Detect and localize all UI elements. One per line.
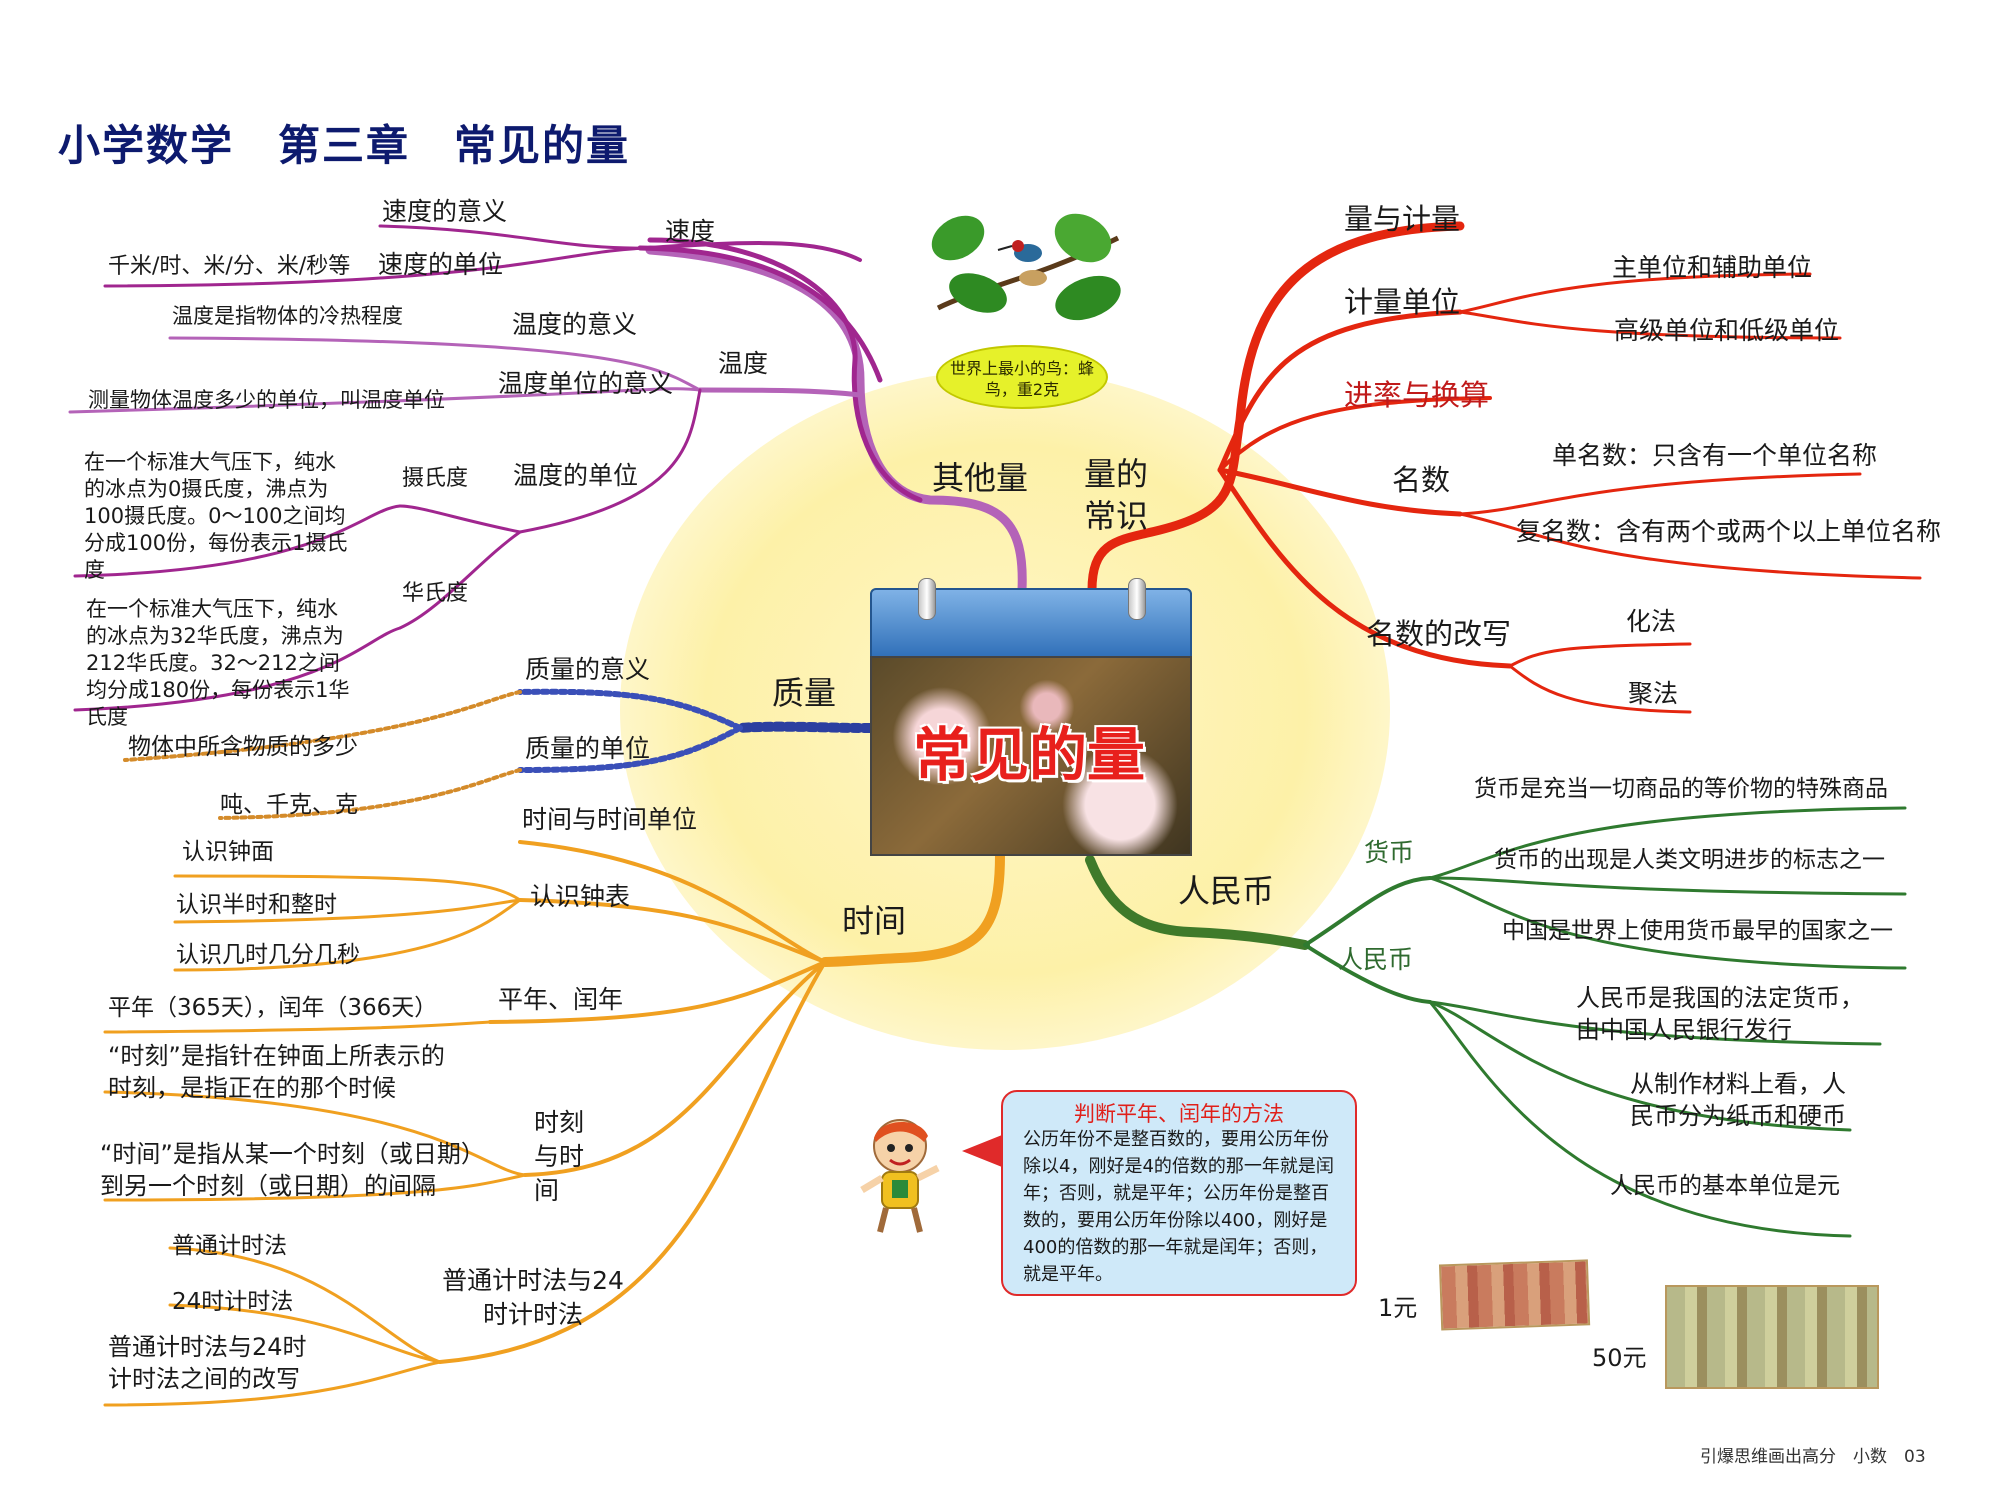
calendar-ring bbox=[1128, 578, 1146, 620]
node-leap: 平年、闰年 bbox=[498, 985, 624, 1014]
node-temp-unit-meaning: 温度单位的意义 bbox=[498, 369, 674, 398]
node-mass-unit: 质量的单位 bbox=[525, 734, 651, 763]
page-footer: 引爆思维画出高分 小数 03 bbox=[1700, 1447, 1926, 1467]
text-rmb-legal: 人民币是我国的法定货币，由中国人民银行发行 bbox=[1576, 984, 1864, 1044]
tip-pointer bbox=[962, 1135, 1002, 1167]
blossom-photo bbox=[870, 656, 1192, 856]
fifty-yuan-note bbox=[1665, 1285, 1879, 1389]
node-single-named: 单名数：只含有一个单位名称 bbox=[1552, 441, 1878, 470]
node-rate: 进率与换算 bbox=[1344, 378, 1490, 412]
text-mass-meaning: 物体中所含物质的多少 bbox=[128, 734, 358, 760]
node-moment-interval: 时刻与时间 bbox=[534, 1108, 585, 1205]
node-ju: 聚法 bbox=[1628, 679, 1679, 708]
node-clock: 认识钟表 bbox=[530, 882, 631, 911]
calendar-ring bbox=[918, 578, 936, 620]
text-temp-unit-meaning: 测量物体温度多少的单位，叫温度单位 bbox=[88, 388, 445, 412]
text-system-convert: 普通计时法与24时计时法之间的改写 bbox=[108, 1333, 307, 1393]
node-fahrenheit: 华氏度 bbox=[402, 581, 469, 606]
text-fahrenheit: 在一个标准大气压下，纯水的冰点为32华氏度，沸点为212华氏度。32～212之间… bbox=[86, 597, 350, 729]
node-time-units: 时间与时间单位 bbox=[522, 805, 698, 834]
text-leap: 平年（365天），闰年（366天） bbox=[108, 995, 438, 1021]
node-rmb-sub: 人民币 bbox=[1338, 945, 1414, 974]
node-temp-meaning: 温度的意义 bbox=[512, 310, 638, 339]
label-one-yuan: 1元 bbox=[1378, 1294, 1418, 1322]
text-interval: “时间”是指从某一个时刻（或日期）到另一个时刻（或日期）的间隔 bbox=[100, 1140, 485, 1200]
center-calendar: 常见的量 bbox=[870, 578, 1192, 856]
text-mass-unit: 吨、千克、克 bbox=[220, 792, 358, 818]
note-image bbox=[1665, 1285, 1879, 1389]
node-mass-meaning: 质量的意义 bbox=[525, 655, 651, 684]
cartoon-kid-image bbox=[860, 1119, 940, 1233]
node-celsius: 摄氏度 bbox=[402, 466, 469, 491]
center-topic: 常见的量 bbox=[912, 721, 1145, 789]
node-speed-meaning: 速度的意义 bbox=[382, 197, 508, 226]
text-rmb-material: 从制作材料上看，人民币分为纸币和硬币 bbox=[1630, 1070, 1846, 1130]
node-named: 名数 bbox=[1392, 463, 1451, 497]
text-currency-1: 货币是充当一切商品的等价物的特殊商品 bbox=[1474, 776, 1888, 802]
text-currency-3: 中国是世界上使用货币最早的国家之一 bbox=[1502, 918, 1893, 944]
label-fifty-yuan: 50元 bbox=[1592, 1344, 1647, 1372]
branch-time: 时间 bbox=[842, 902, 907, 940]
node-unit-level: 高级单位和低级单位 bbox=[1614, 316, 1840, 345]
bird-caption: 世界上最小的鸟：蜂鸟，重2克 bbox=[936, 345, 1108, 409]
node-time-system: 普通计时法与24时计时法 bbox=[442, 1266, 624, 1329]
branch-rmb: 人民币 bbox=[1178, 872, 1275, 910]
one-yuan-note bbox=[1438, 1259, 1591, 1331]
text-half-whole: 认识半时和整时 bbox=[176, 892, 337, 918]
text-clock-face: 认识钟面 bbox=[182, 839, 274, 865]
branch-mass: 质量 bbox=[772, 674, 837, 712]
text-normal-system: 普通计时法 bbox=[172, 1233, 287, 1259]
node-unit: 计量单位 bbox=[1344, 285, 1461, 319]
text-24h-system: 24时计时法 bbox=[172, 1289, 294, 1315]
hummingbird-image bbox=[918, 198, 1130, 326]
node-currency: 货币 bbox=[1364, 838, 1415, 867]
text-currency-2: 货币的出现是人类文明进步的标志之一 bbox=[1494, 847, 1885, 873]
node-rewrite: 名数的改写 bbox=[1366, 617, 1512, 651]
page-title: 小学数学 第三章 常见的量 bbox=[58, 121, 631, 170]
node-compound-named: 复名数：含有两个或两个以上单位名称 bbox=[1516, 517, 1942, 546]
calendar-header bbox=[870, 578, 1192, 660]
node-temp-unit: 温度的单位 bbox=[513, 461, 639, 490]
tip-body: 公历年份不是整百数的，要用公历年份除以4，刚好是4的倍数的那一年就是闰年；否则，… bbox=[1023, 1129, 1334, 1285]
text-temp-meaning: 温度是指物体的冷热程度 bbox=[172, 304, 403, 328]
tip-title: 判断平年、闰年的方法 bbox=[1074, 1102, 1284, 1126]
node-speed-unit: 速度的单位 bbox=[378, 250, 504, 279]
text-speed-units: 千米/时、米/分、米/秒等 bbox=[108, 254, 351, 279]
tip-box: 判断平年、闰年的方法 公历年份不是整百数的，要用公历年份除以4，刚好是4的倍数的… bbox=[1001, 1090, 1357, 1296]
note-image bbox=[1438, 1259, 1591, 1331]
node-temperature: 温度 bbox=[718, 349, 769, 378]
node-hua: 化法 bbox=[1626, 607, 1677, 636]
text-minutes: 认识几时几分几秒 bbox=[176, 942, 360, 968]
text-rmb-unit: 人民币的基本单位是元 bbox=[1610, 1173, 1840, 1199]
text-moment: “时刻”是指针在钟面上所表示的时刻，是指正在的那个时候 bbox=[108, 1042, 445, 1102]
node-measure: 量与计量 bbox=[1344, 202, 1461, 236]
branch-common: 量的常识 bbox=[1084, 455, 1149, 535]
branch-other: 其他量 bbox=[932, 459, 1029, 497]
text-celsius: 在一个标准大气压下，纯水的冰点为0摄氏度，沸点为100摄氏度。0～100之间均分… bbox=[84, 450, 348, 582]
node-unit-main: 主单位和辅助单位 bbox=[1612, 253, 1813, 282]
node-speed: 速度 bbox=[665, 217, 716, 246]
